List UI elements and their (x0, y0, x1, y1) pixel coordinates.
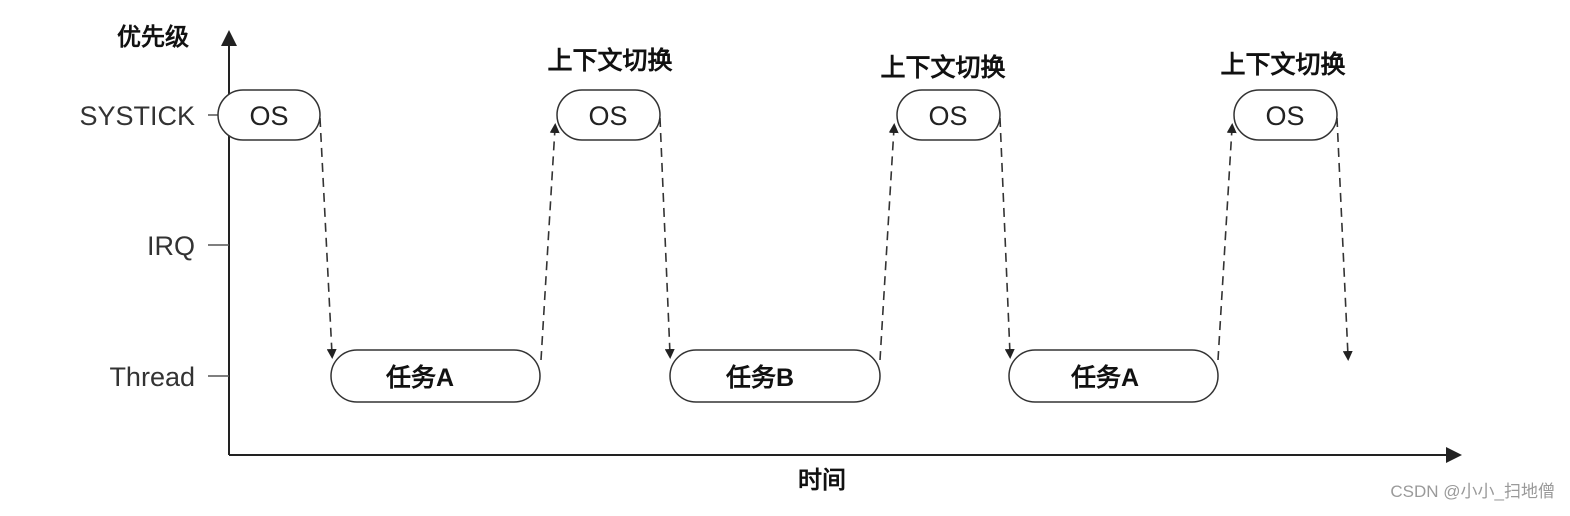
task-block-1: 任务A (330, 349, 541, 403)
task-block-1-label: 任务A (385, 364, 454, 392)
context-switch-label-2: 上下文切换 (880, 53, 1006, 82)
task-block-3-label: 任务A (1070, 364, 1139, 392)
os-block-3: OS (896, 89, 1001, 141)
level-label-systick: SYSTICK (79, 101, 195, 131)
os-block-2: OS (556, 89, 661, 141)
level-label-thread: Thread (109, 362, 195, 392)
transition-arrow-6 (1217, 123, 1237, 361)
task-block-2-label: 任务B (725, 364, 794, 392)
y-axis-label: 优先级 (117, 23, 189, 51)
os-block-1-label: OS (249, 101, 288, 131)
os-block-4: OS (1233, 89, 1338, 141)
transition-arrow-1 (319, 117, 337, 359)
os-block-2-label: OS (588, 101, 627, 131)
watermark: CSDN @小小_扫地僧 (1390, 482, 1555, 501)
transition-arrow-5 (999, 117, 1015, 359)
task-block-3: 任务A (1008, 349, 1219, 403)
os-block-3-label: OS (928, 101, 967, 131)
transition-arrow-4 (879, 123, 899, 361)
transition-arrow-3 (659, 117, 675, 359)
x-axis-label: 时间 (798, 467, 846, 494)
level-label-irq: IRQ (147, 231, 195, 261)
transition-arrow-7 (1336, 117, 1353, 361)
task-block-2: 任务B (669, 349, 881, 403)
context-switch-label-1: 上下文切换 (547, 46, 673, 75)
transition-arrow-2 (540, 123, 560, 361)
y-axis-arrow (221, 30, 237, 46)
os-block-1: OS (217, 89, 321, 141)
os-block-4-label: OS (1265, 101, 1304, 131)
x-axis-arrow (1446, 447, 1462, 463)
context-switch-label-3: 上下文切换 (1220, 50, 1346, 79)
